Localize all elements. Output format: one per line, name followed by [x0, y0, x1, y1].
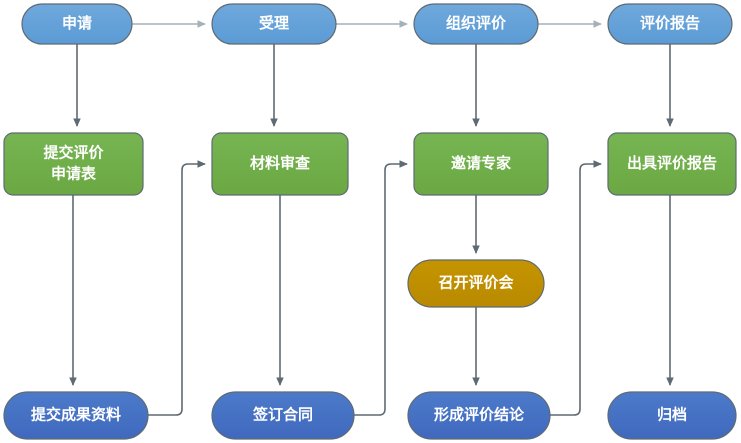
node-label-n2: 受理	[259, 14, 289, 32]
node-label-n4: 评价报告	[640, 14, 700, 32]
node-shape-n11[interactable]	[211, 391, 355, 440]
node-shape-n12[interactable]	[407, 391, 551, 440]
node-n3[interactable]: 组织评价	[413, 3, 539, 45]
node-label-n13: 归档	[657, 405, 687, 423]
node-shape-n1[interactable]	[21, 3, 133, 45]
node-layer: 申请受理组织评价评价报告提交评价申请表材料审查邀请专家出具评价报告召开评价会提交…	[3, 3, 737, 440]
node-shape-n2[interactable]	[211, 3, 337, 45]
node-n10[interactable]: 提交成果资料	[3, 391, 149, 440]
node-shape-n10[interactable]	[3, 391, 149, 440]
node-label-n8: 出具评价报告	[627, 154, 717, 172]
node-label-n11: 签订合同	[252, 405, 313, 423]
node-label-n1: 申请	[62, 14, 92, 32]
connector-n10-to-n6	[148, 160, 206, 416]
node-label-n7: 邀请专家	[451, 154, 511, 172]
node-shape-n9[interactable]	[407, 259, 545, 308]
node-label-n5: 申请表	[51, 164, 97, 182]
node-shape-n5[interactable]	[3, 132, 144, 196]
node-n2[interactable]: 受理	[211, 3, 337, 45]
node-shape-n6[interactable]	[211, 132, 349, 196]
node-n7[interactable]: 邀请专家	[413, 132, 549, 196]
node-shape-n13[interactable]	[607, 391, 737, 440]
node-shape-n7[interactable]	[413, 132, 549, 196]
connector-n11-to-n7	[354, 160, 408, 416]
node-label-n12: 形成评价结论	[434, 405, 525, 423]
connector-n12-to-n8	[550, 160, 602, 416]
node-shape-n3[interactable]	[413, 3, 539, 45]
node-label-n10: 提交成果资料	[31, 405, 121, 423]
node-n12[interactable]: 形成评价结论	[407, 391, 551, 440]
node-n4[interactable]: 评价报告	[607, 3, 733, 45]
node-label-n3: 组织评价	[446, 14, 507, 32]
node-n9[interactable]: 召开评价会	[407, 259, 545, 308]
node-n1[interactable]: 申请	[21, 3, 133, 45]
node-n6[interactable]: 材料审查	[211, 132, 349, 196]
node-n13[interactable]: 归档	[607, 391, 737, 440]
connector-layer	[69, 20, 674, 416]
node-label-n9: 召开评价会	[438, 273, 513, 291]
node-n8[interactable]: 出具评价报告	[607, 132, 737, 196]
node-label-n5: 提交评价	[43, 143, 104, 161]
node-n11[interactable]: 签订合同	[211, 391, 355, 440]
node-shape-n8[interactable]	[607, 132, 737, 196]
node-label-n6: 材料审查	[250, 154, 311, 172]
node-shape-n4[interactable]	[607, 3, 733, 45]
